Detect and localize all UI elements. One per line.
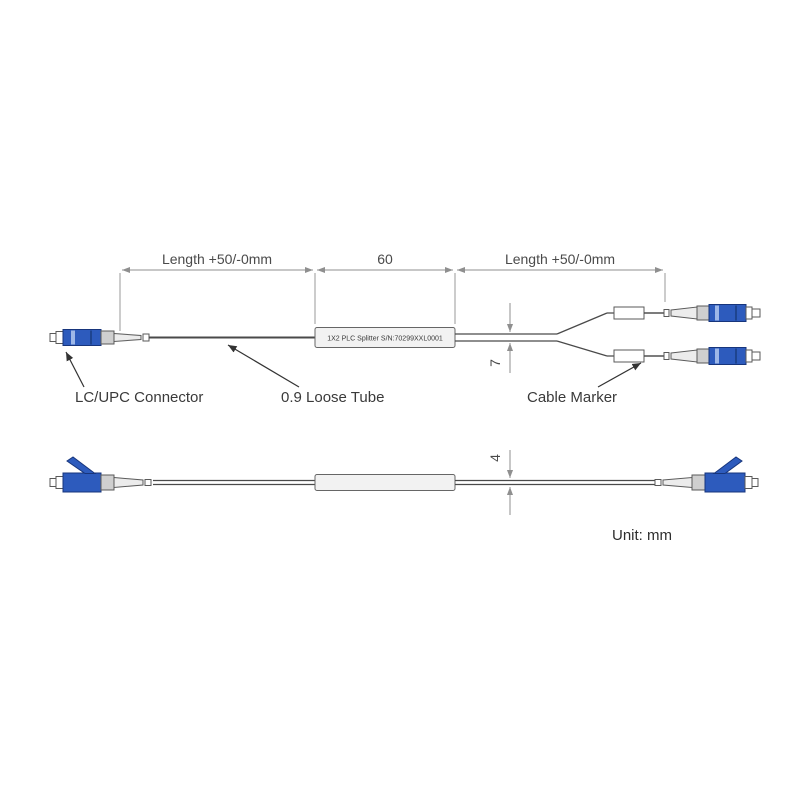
connector-body xyxy=(704,472,746,493)
ferrule xyxy=(49,333,57,342)
cable-marker-sleeve xyxy=(613,306,645,320)
strain-relief-boot xyxy=(113,332,142,343)
strain-relief-boot xyxy=(113,476,144,489)
connector-housing xyxy=(100,474,115,491)
connector-stripe xyxy=(735,348,737,364)
connector-latch xyxy=(712,456,743,474)
dimension-body-label: 60 xyxy=(377,251,393,267)
connector-latch xyxy=(66,456,97,474)
connector-stripe xyxy=(715,305,719,321)
dimension-left-label: Length +50/-0mm xyxy=(162,251,272,267)
strain-relief-boot xyxy=(670,306,698,320)
leader-arrow-connector xyxy=(65,351,85,388)
connector-housing xyxy=(696,305,710,321)
right-connector-side-view xyxy=(654,456,759,493)
ferrule-flange xyxy=(744,476,753,489)
strain-relief-boot xyxy=(670,349,698,363)
connector-stripe xyxy=(90,330,92,345)
fanout-branch-bottom xyxy=(613,347,761,365)
unit-note: Unit: mm xyxy=(612,527,672,544)
dimension-right-label: Length +50/-0mm xyxy=(505,251,615,267)
ferrule-flange xyxy=(55,331,64,344)
side-view-assembly: 4 Unit: mm xyxy=(49,450,759,544)
ferrule xyxy=(751,478,759,487)
crimp-ring xyxy=(142,333,150,342)
connector-body xyxy=(708,304,747,322)
ferrule xyxy=(751,351,761,361)
left-connector-top-view xyxy=(49,329,150,346)
connector-housing xyxy=(691,474,706,491)
strain-relief-boot xyxy=(662,476,693,489)
left-connector-side-view xyxy=(49,456,152,493)
dimension-fanout-spacing: 7 xyxy=(487,303,514,373)
splitter-body-tube xyxy=(314,474,456,491)
splitter-body-text: 1X2 PLC Splitter S/N:70299XXL0001 xyxy=(327,336,443,343)
dimension-cable-diameter: 4 xyxy=(487,450,514,515)
crimp-ring xyxy=(654,479,662,486)
fanout-spacing-label: 7 xyxy=(487,359,503,367)
ferrule xyxy=(49,478,57,487)
splitter-body-tube xyxy=(314,327,456,348)
connector-body xyxy=(708,347,747,365)
leader-arrow-loose-tube xyxy=(227,344,300,388)
cable-marker-sleeve xyxy=(613,349,645,363)
cable-diameter-label: 4 xyxy=(487,454,503,462)
connector-body xyxy=(62,329,102,346)
connector-body xyxy=(62,472,102,493)
ferrule-flange xyxy=(55,476,64,489)
cable-marker-label: Cable Marker xyxy=(527,389,617,406)
connector-label: LC/UPC Connector xyxy=(75,389,203,406)
loose-tube-label: 0.9 Loose Tube xyxy=(281,389,384,406)
ferrule xyxy=(751,308,761,318)
crimp-ring xyxy=(144,479,152,486)
connector-housing xyxy=(100,330,115,345)
splitter-body: 1X2 PLC Splitter S/N:70299XXL0001 xyxy=(314,327,456,348)
crimp-ring xyxy=(663,352,670,360)
fiber-line xyxy=(556,340,608,357)
fiber-line xyxy=(556,312,608,335)
ferrule-flange xyxy=(745,306,753,320)
leader-arrow-cable-marker xyxy=(597,362,642,388)
fanout-branch-top xyxy=(613,304,761,322)
connector-stripe xyxy=(735,305,737,321)
ferrule-flange xyxy=(745,349,753,363)
crimp-ring xyxy=(663,309,670,317)
top-view-assembly: Length +50/-0mm 60 Length +50/-0mm 1X2 P… xyxy=(49,251,761,406)
connector-stripe xyxy=(715,348,719,364)
connector-stripe xyxy=(71,330,75,345)
connector-housing xyxy=(696,348,710,364)
